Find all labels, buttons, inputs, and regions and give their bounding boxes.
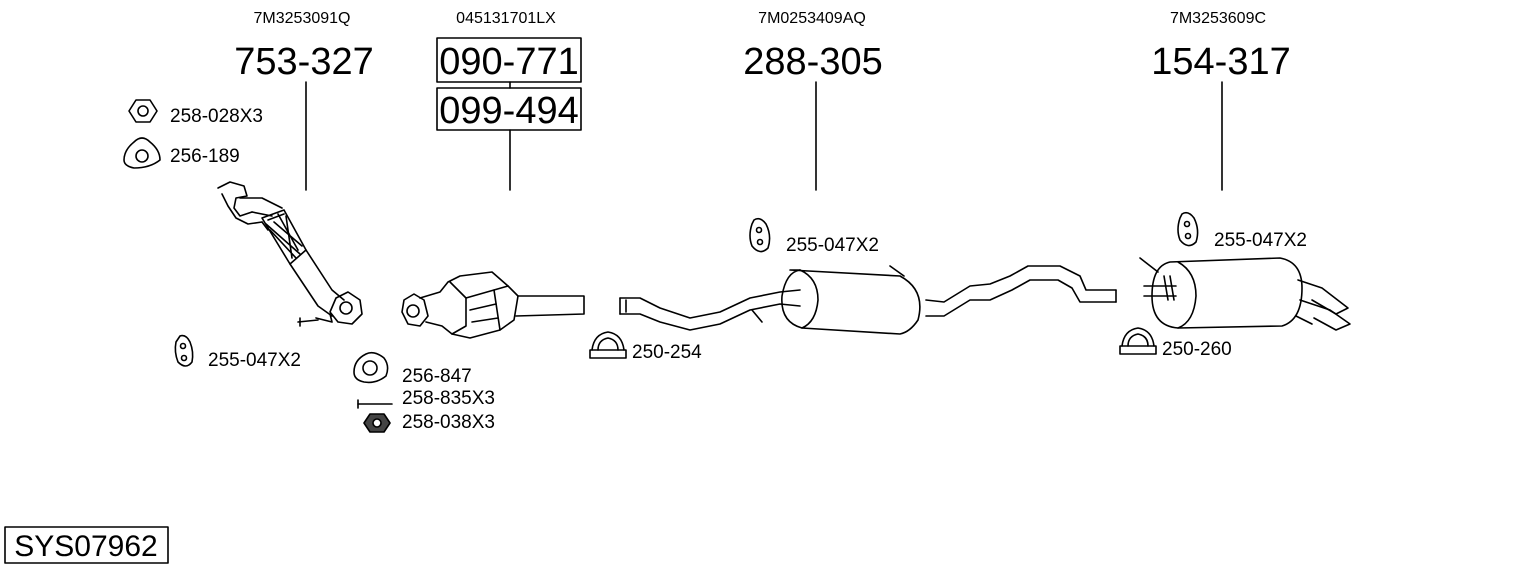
front-pipe-part[interactable] — [217, 181, 363, 327]
middle-silencer-part[interactable] — [619, 265, 1117, 335]
accessory-label-gasket[interactable]: 256-189 — [170, 146, 240, 167]
accessory-label-clamp[interactable]: 250-260 — [1162, 339, 1232, 360]
accessory-label-nut[interactable]: 258-038X3 — [402, 412, 495, 433]
nut-icon — [128, 99, 158, 123]
rubber-mount-icon — [174, 334, 194, 367]
clamp-icon — [589, 331, 627, 359]
oem-number-middle-silencer: 7M0253409AQ — [758, 10, 866, 27]
accessory-label-clamp[interactable]: 250-254 — [632, 342, 702, 363]
rubber-mount-icon — [1177, 211, 1199, 247]
accessory-label-rubber[interactable]: 255-047X2 — [208, 350, 301, 371]
oem-number-rear-silencer: 7M3253609C — [1170, 10, 1266, 27]
part-box-090-771 — [436, 37, 582, 83]
part-number-front-pipe[interactable]: 753-327 — [234, 41, 373, 83]
oem-number-catalyst: 045131701LX — [456, 10, 556, 27]
oem-number-front-pipe: 7M3253091Q — [254, 10, 351, 27]
rear-silencer-part[interactable] — [1139, 257, 1351, 331]
bolt-icon — [357, 399, 393, 409]
clamp-icon — [1119, 327, 1157, 355]
accessory-label-rubber[interactable]: 255-047X2 — [1214, 230, 1307, 251]
accessory-label-gasket[interactable]: 256-847 — [402, 366, 472, 387]
catalytic-converter-part[interactable] — [401, 271, 585, 339]
part-number-catalyst-alt[interactable]: 099-494 — [439, 90, 578, 132]
nut-icon — [363, 413, 391, 433]
part-number-middle-silencer[interactable]: 288-305 — [743, 41, 882, 83]
gasket-icon — [123, 137, 161, 169]
system-code: SYS07962 — [14, 530, 157, 563]
gasket-icon — [353, 351, 389, 384]
accessory-label-rubber[interactable]: 255-047X2 — [786, 235, 879, 256]
accessory-label-nut[interactable]: 258-028X3 — [170, 106, 263, 127]
accessory-label-bolt[interactable]: 258-835X3 — [402, 388, 495, 409]
part-box-099-494 — [436, 87, 582, 131]
rubber-mount-icon — [749, 217, 771, 253]
part-number-rear-silencer[interactable]: 154-317 — [1151, 41, 1290, 83]
system-code-box — [4, 526, 169, 564]
part-number-catalyst[interactable]: 090-771 — [439, 41, 578, 83]
